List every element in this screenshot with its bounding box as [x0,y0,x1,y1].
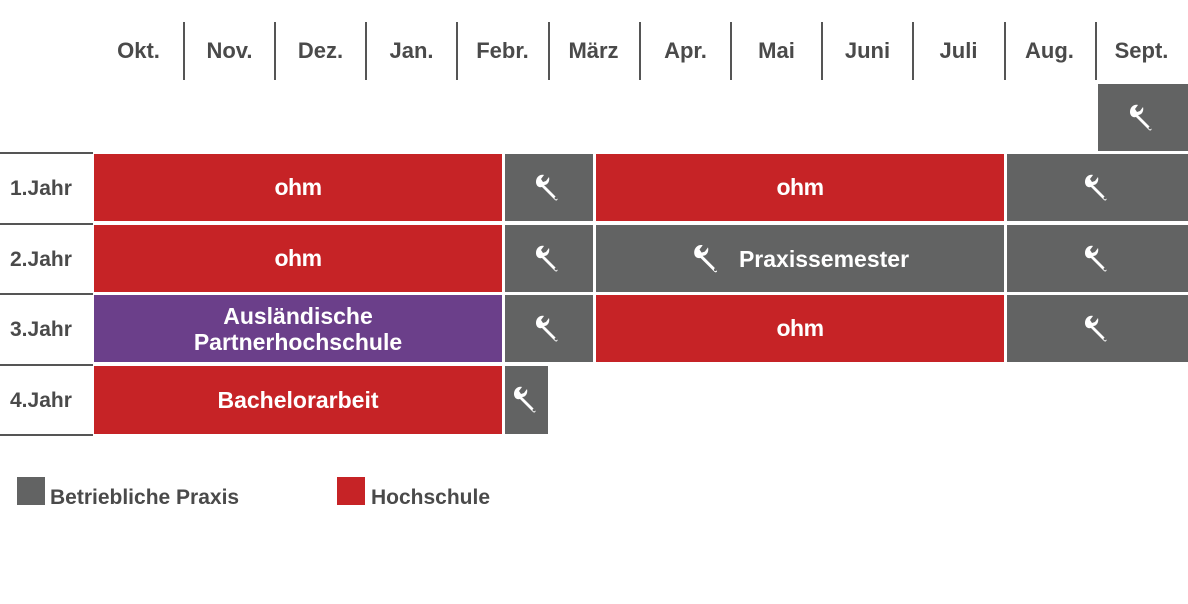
hochschule-block: ohm [94,154,502,221]
wrench-icon [1082,243,1114,275]
month-label: Mai [758,38,795,63]
month-label: Juni [844,38,891,63]
wrench-icon [691,242,725,276]
row-divider [0,152,93,154]
praxis-block [505,225,593,292]
praxis-block [1007,225,1188,292]
month-label: Aug. [1025,38,1074,63]
wrench-icon [1082,313,1114,345]
hochschule-block: ohm [596,154,1004,221]
month-divider [274,22,276,80]
row-label: 2.Jahr [10,248,72,271]
praxis-block [1007,295,1188,362]
row-divider [0,223,93,225]
month-label: Dez. [297,38,344,63]
hochschule-block: ohm [596,295,1004,362]
month-label: Juli [939,38,978,63]
legend-swatch-hochschule [337,477,365,505]
wrench-icon [533,243,565,275]
month-divider [456,22,458,80]
month-divider [1004,22,1006,80]
month-label: Okt. [117,38,160,63]
legend-label-hochschule: Hochschule [371,486,491,509]
bachelorarbeit-block: Bachelorarbeit [94,366,502,434]
wrench-icon [533,313,565,345]
month-label: Sept. [1114,38,1169,63]
praxis-block [505,366,548,434]
legend-label-praxis: Betriebliche Praxis [50,486,240,509]
ohm-logo: ohm [274,245,322,271]
praxis-block [505,154,593,221]
partner-label-line1: Ausländische [223,302,373,329]
month-divider [912,22,914,80]
month-divider [639,22,641,80]
row-label: 1.Jahr [10,177,72,200]
wrench-icon [1082,172,1114,204]
month-label: Jan. [389,38,434,63]
month-label: Febr. [476,38,529,63]
bachelorarbeit-label: Bachelorarbeit [217,387,379,413]
ohm-logo: ohm [776,174,824,200]
month-label: Nov. [206,38,253,63]
legend-swatch-praxis [17,477,45,505]
row-divider [0,364,93,366]
row-label: 3.Jahr [10,318,72,341]
ohm-logo: ohm [776,315,824,341]
month-label: Apr. [664,38,707,63]
row-divider [0,434,93,436]
month-divider [821,22,823,80]
row-divider [0,293,93,295]
month-label: März [568,38,619,63]
wrench-icon [533,172,565,204]
row-label: 4.Jahr [10,389,72,412]
month-divider [183,22,185,80]
wrench-icon [1127,102,1159,134]
praxis-block [1098,84,1188,151]
wrench-icon [511,384,543,416]
month-divider [365,22,367,80]
partnerhochschule-block: Ausländische Partnerhochschule [94,295,502,362]
month-divider [1095,22,1097,80]
ohm-logo: ohm [274,174,322,200]
month-divider [730,22,732,80]
praxissemester-block: Praxissemester [596,225,1004,292]
praxissemester-label: Praxissemester [738,245,910,272]
praxis-block [505,295,593,362]
hochschule-block: ohm [94,225,502,292]
partner-label-line2: Partnerhochschule [193,328,403,355]
praxis-block [1007,154,1188,221]
month-divider [548,22,550,80]
